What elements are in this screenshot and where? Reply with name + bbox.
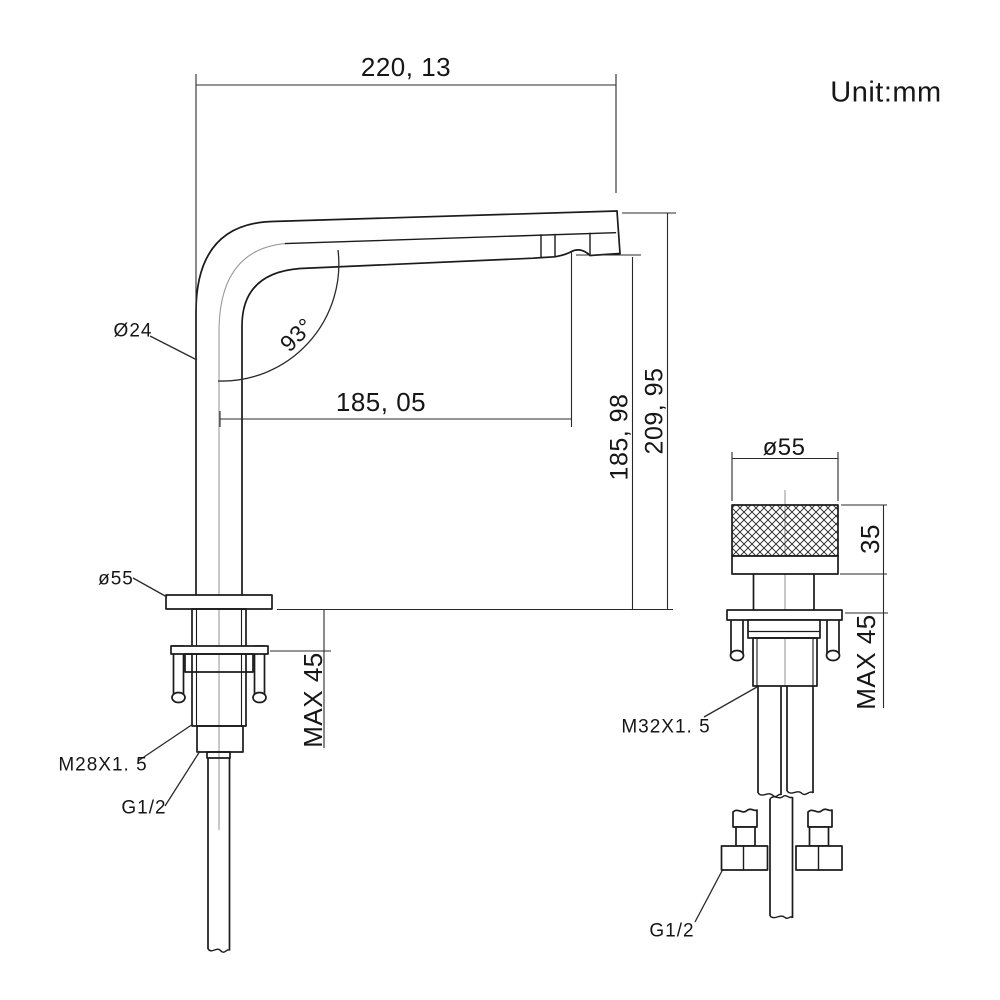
front-view-base-hardware: [165, 594, 273, 953]
label-inlet-thread-right: G1/2: [649, 920, 695, 942]
label-inlet-thread-left: G1/2: [121, 797, 167, 819]
label-shank-thread-left: M28X1. 5: [58, 754, 148, 776]
dim-max-deck-right: MAX 45: [851, 614, 881, 710]
side-view-dimension-lines: [694, 452, 888, 923]
side-view-knob: [731, 504, 839, 610]
label-spout-tube-diameter: Ø24: [113, 320, 153, 342]
label-knob-diameter: ø55: [762, 434, 806, 461]
side-view-base-hardware: [720, 609, 843, 920]
dim-overall-height: 209, 95: [640, 367, 669, 455]
unit-note: Unit:mm: [830, 76, 942, 109]
label-shank-thread-right: M32X1. 5: [621, 716, 711, 738]
front-view-dimension-lines: [132, 74, 676, 807]
dim-knob-height: 35: [855, 524, 885, 554]
dim-spout-reach: 185, 05: [335, 387, 427, 417]
dim-max-deck-left: MAX 45: [298, 652, 328, 748]
dim-spout-height: 185, 98: [605, 393, 634, 481]
dim-top-width: 220, 13: [360, 52, 452, 82]
label-base-diameter: ø55: [98, 568, 134, 590]
